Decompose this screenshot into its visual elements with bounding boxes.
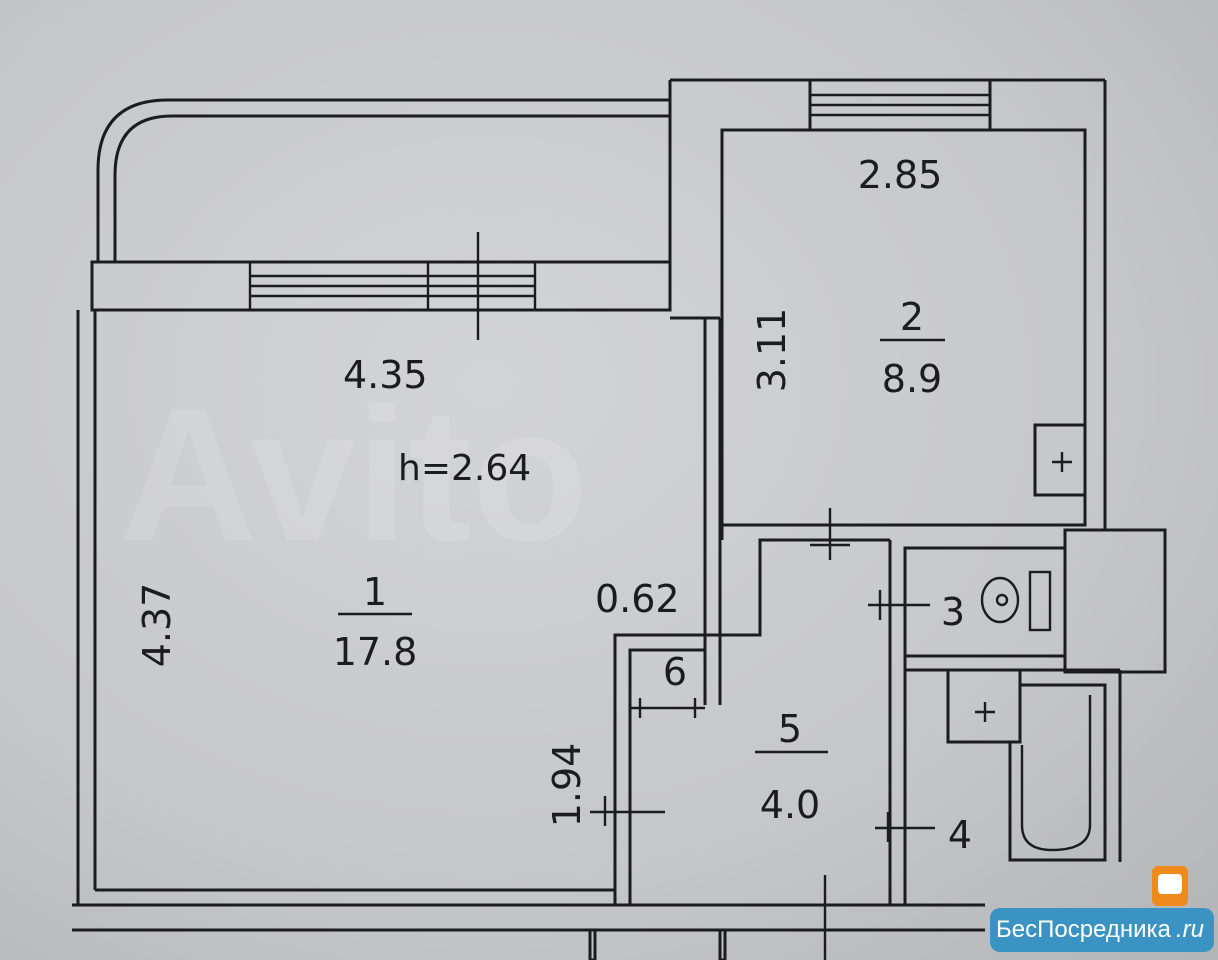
room2-width-label: 2.85 — [858, 153, 943, 197]
room2-number: 2 — [900, 295, 924, 339]
closet-width-label: 0.62 — [595, 577, 680, 621]
room2-length-label: 3.11 — [750, 308, 794, 393]
room2-area: 8.9 — [882, 357, 942, 401]
room3-number: 3 — [941, 590, 965, 634]
ceiling-height-label: h=2.64 — [398, 448, 531, 489]
room6-number: 6 — [663, 650, 687, 694]
hall-length-label: 1.94 — [545, 743, 589, 828]
mascot-icon — [1152, 866, 1188, 906]
room4-number: 4 — [948, 813, 972, 857]
room1-length-label: 4.37 — [135, 583, 179, 668]
room1-width-label: 4.35 — [343, 353, 428, 397]
room1-area: 17.8 — [333, 630, 418, 674]
room1-number: 1 — [363, 570, 387, 614]
walls — [72, 78, 1167, 960]
logo-text: БесПосредника — [996, 916, 1171, 943]
watermark: Avito — [120, 369, 588, 581]
balcony — [90, 80, 672, 340]
logo-badge: БесПосредника .ru — [990, 908, 1214, 952]
logo-suffix: .ru — [1176, 916, 1205, 943]
room5-number: 5 — [778, 707, 802, 751]
room5-area: 4.0 — [760, 783, 820, 827]
